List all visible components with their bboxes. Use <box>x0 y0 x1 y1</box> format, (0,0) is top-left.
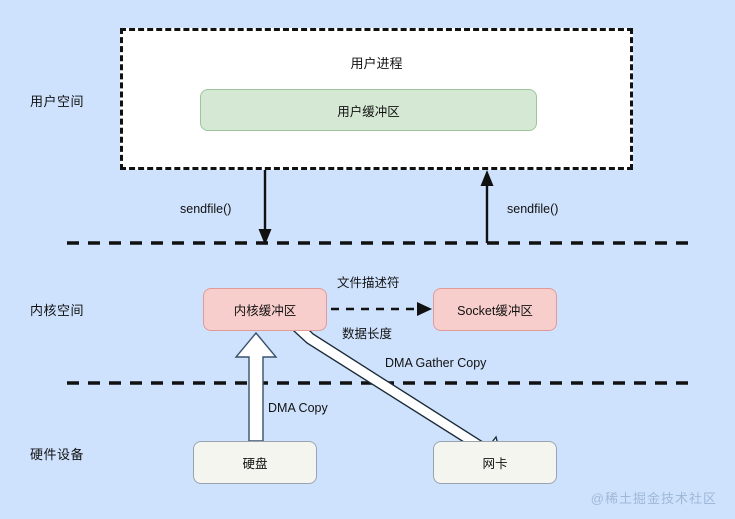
fd-dashed-arrow <box>331 302 432 316</box>
zone-label-hardware: 硬件设备 <box>30 447 85 462</box>
edge-label-file-descriptor: 文件描述符 <box>337 276 400 290</box>
node-kernel-buffer[interactable]: 内核缓冲区 <box>203 288 327 331</box>
edge-label-sendfile-up: sendfile() <box>507 202 559 216</box>
zone-label-user-space: 用户空间 <box>30 94 85 109</box>
node-user-buffer[interactable]: 用户缓冲区 <box>200 89 537 131</box>
sendfile-up-arrow <box>480 170 494 243</box>
user-process-title: 用户进程 <box>350 56 403 71</box>
node-disk[interactable]: 硬盘 <box>193 441 317 484</box>
edge-label-data-length: 数据长度 <box>342 327 393 341</box>
node-network-card[interactable]: 网卡 <box>433 441 557 484</box>
zone-label-kernel-space: 内核空间 <box>30 303 85 318</box>
sendfile-down-arrow <box>258 170 272 245</box>
edge-label-dma-gather-copy: DMA Gather Copy <box>385 356 487 370</box>
edge-label-sendfile-down: sendfile() <box>180 202 232 216</box>
node-socket-buffer[interactable]: Socket缓冲区 <box>433 288 557 331</box>
dma-copy-block-arrow <box>234 331 278 442</box>
watermark: @稀土掘金技术社区 <box>590 491 717 506</box>
edge-label-dma-copy: DMA Copy <box>268 401 328 415</box>
